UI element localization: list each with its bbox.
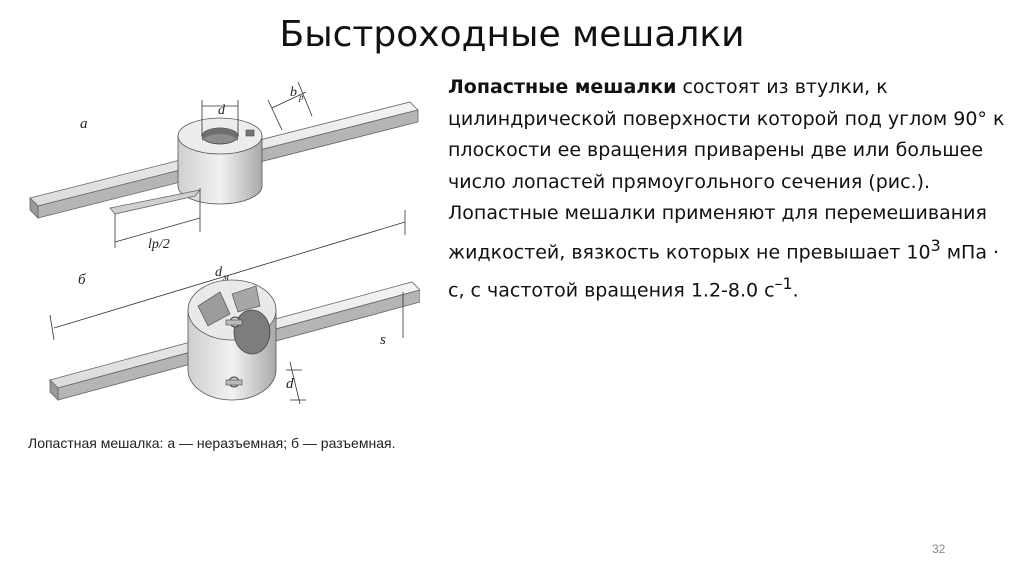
dim-s-label: s <box>380 332 386 348</box>
slide-title: Быстроходные мешалки <box>279 14 745 55</box>
dim-lp2-label: lp/2 <box>148 237 170 252</box>
mixer-drawing: а d b p lp/2 <box>29 81 421 405</box>
page-number: 32 <box>932 542 946 556</box>
dim-d-label: d <box>218 103 226 118</box>
mixer-b-drawing: б d м s d <box>49 210 421 405</box>
label-a: а <box>80 116 88 132</box>
paragraph-2-text-before: Лопастные мешалки применяют для перемеши… <box>448 202 987 263</box>
dim-bp-label: b <box>290 85 297 100</box>
body-text: Лопастные мешалки состоят из втулки, к ц… <box>448 72 1008 307</box>
dim-d2-label: d <box>286 376 294 392</box>
paragraph-2-text-end: . <box>792 279 799 302</box>
paragraph-1: Лопастные мешалки состоят из втулки, к ц… <box>448 72 1008 198</box>
dim-dm-label: d <box>215 265 223 280</box>
dim-dm-sub: м <box>222 272 229 282</box>
paragraph-2: Лопастные мешалки применяют для перемеши… <box>448 198 1008 307</box>
superscript-3: 3 <box>930 235 941 255</box>
mixer-a-drawing: а d b p lp/2 <box>29 81 419 252</box>
label-b: б <box>78 272 86 288</box>
dim-bp-sub: p <box>298 92 304 102</box>
superscript-minus-1: –1 <box>774 274 793 294</box>
paragraph-1-bold: Лопастные мешалки <box>448 76 677 98</box>
mixer-illustration: а d b p lp/2 <box>20 70 421 430</box>
figure-caption: Лопастная мешалка: а — неразъемная; б — … <box>28 435 396 451</box>
paragraph-1-text: состоят из втулки, к цилиндрической пове… <box>448 76 1005 193</box>
paragraph-2-text-mid: мПа · с, с частотой вращения 1.2-8.0 с <box>448 240 1000 302</box>
